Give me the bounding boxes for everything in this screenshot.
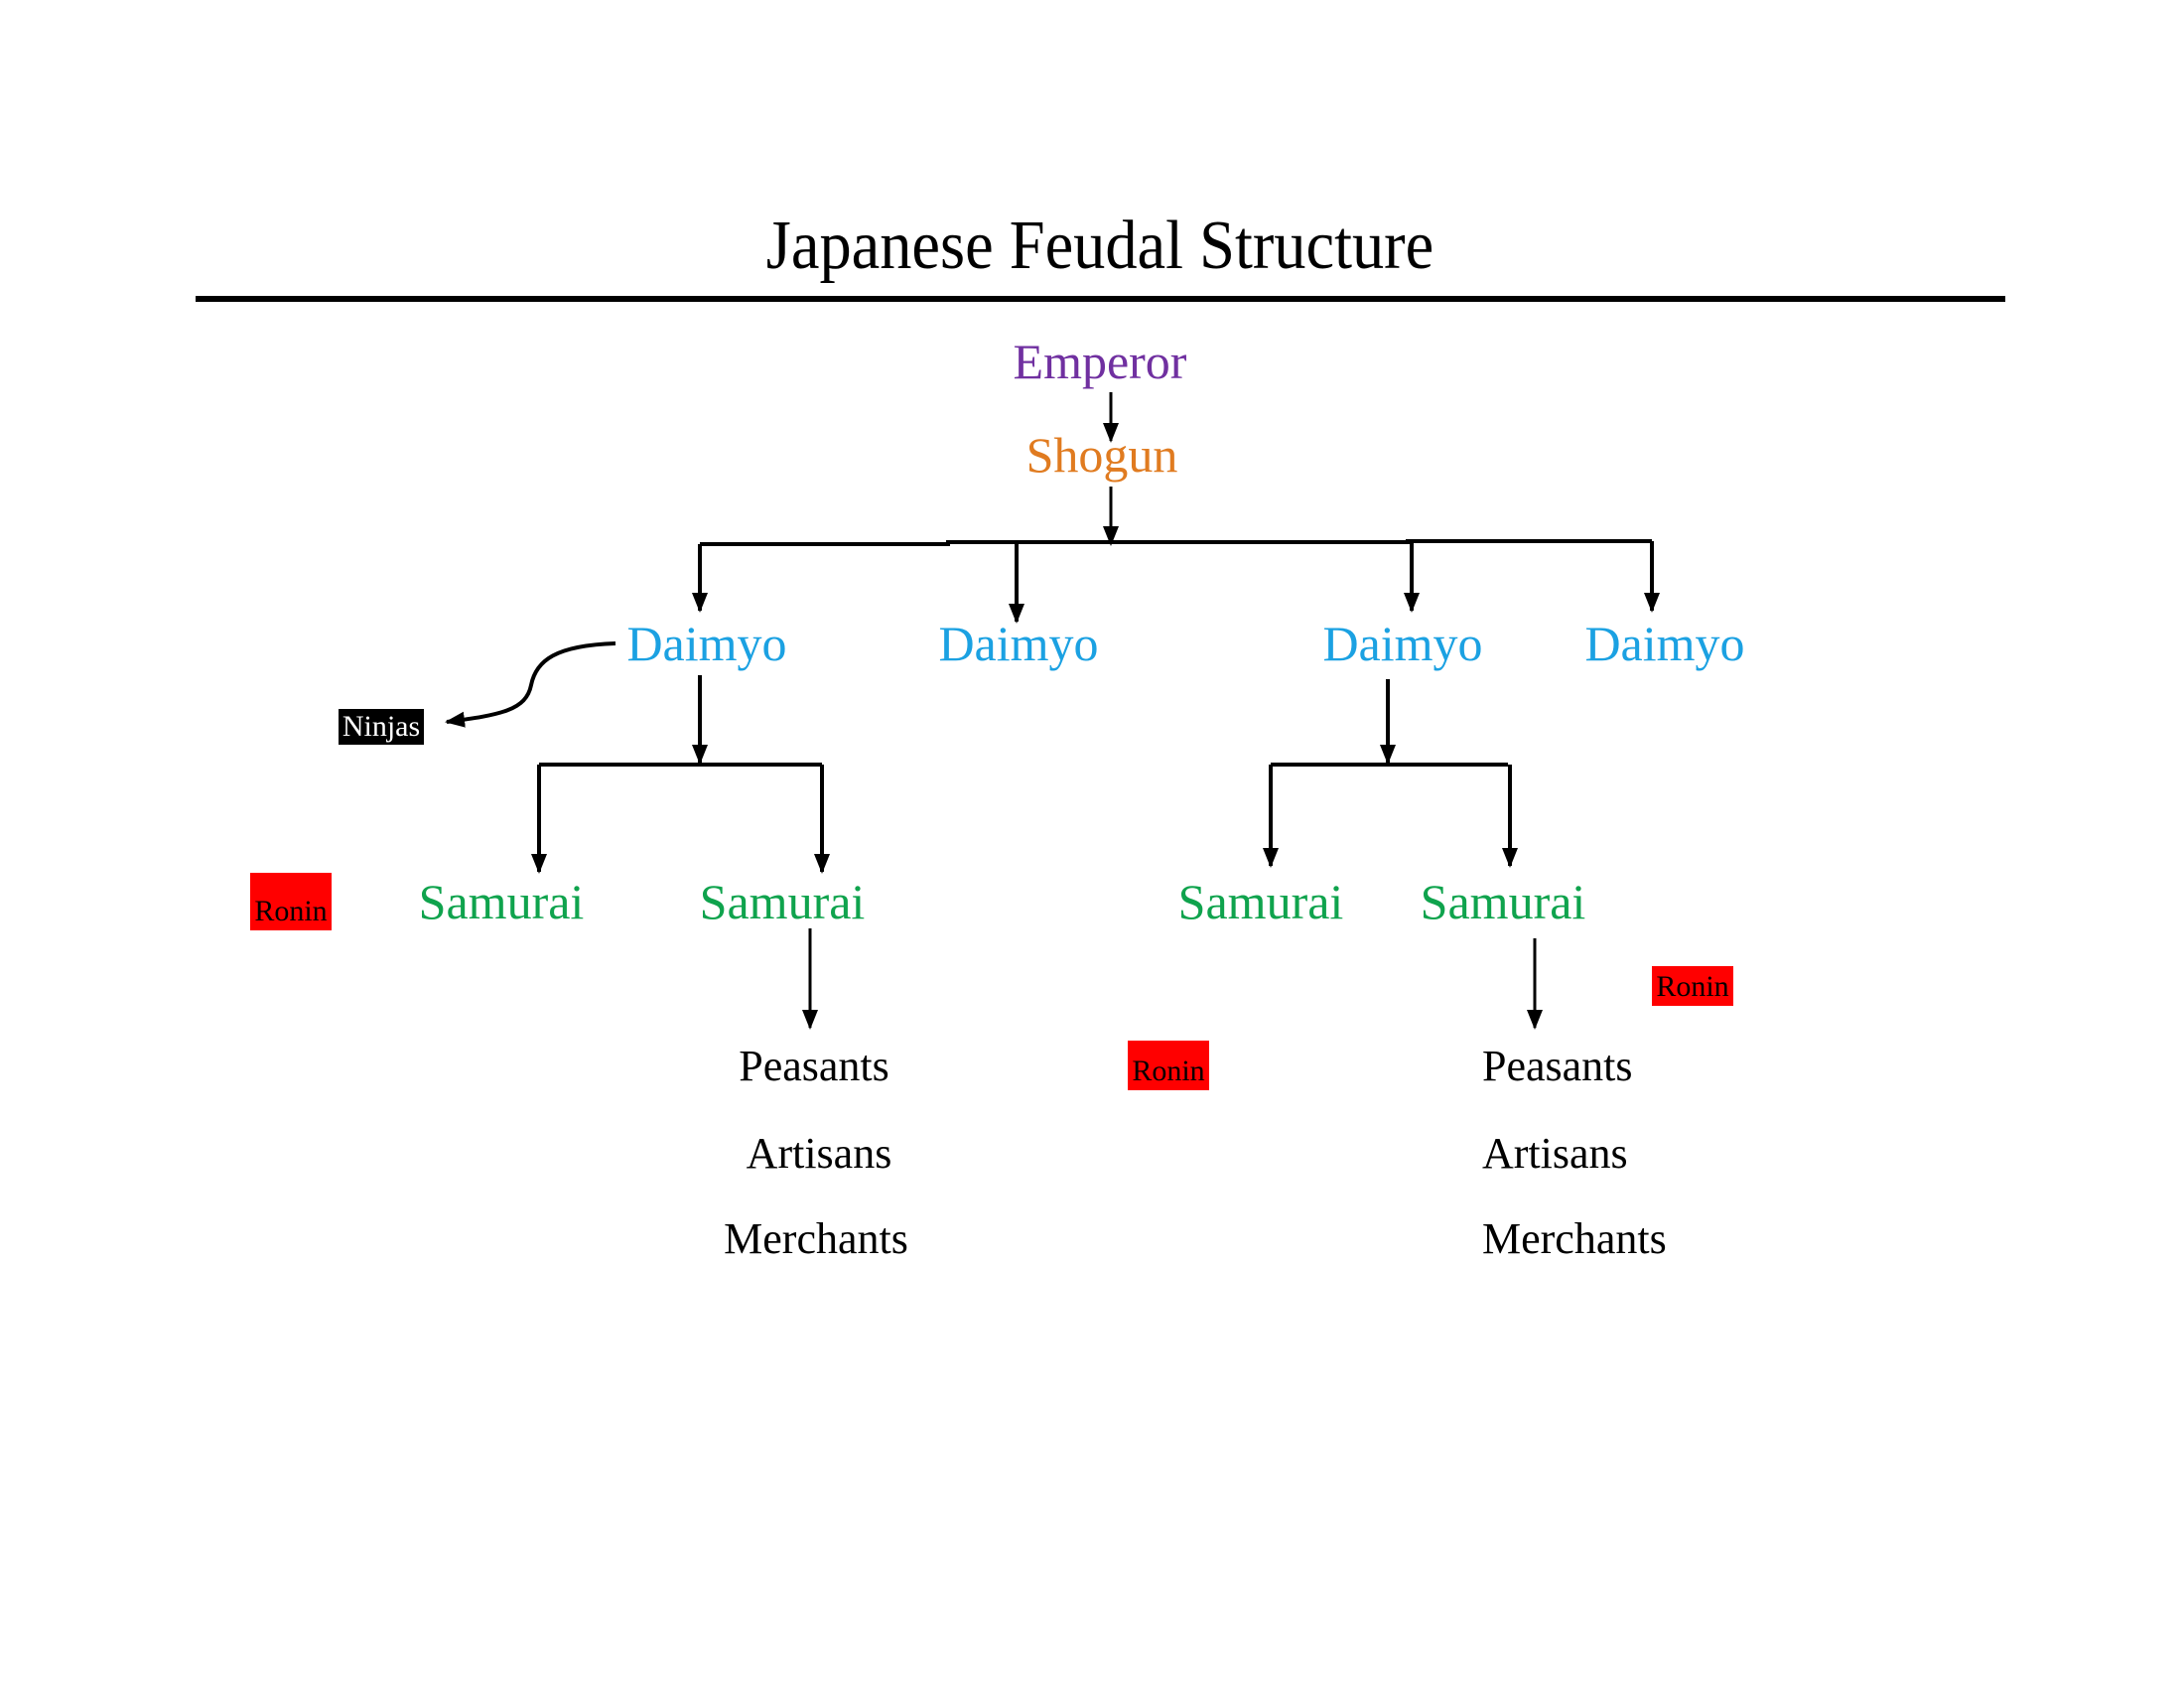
daimyo-branch-bar xyxy=(700,539,1652,546)
node-artisans-left: Artisans xyxy=(746,1129,892,1178)
node-merchants-left: Merchants xyxy=(724,1214,908,1263)
diagram-title: Japanese Feudal Structure xyxy=(765,208,1434,284)
node-daimyo-2: Daimyo xyxy=(938,616,1099,671)
node-ronin-3: Ronin xyxy=(1652,966,1733,1006)
node-shogun: Shogun xyxy=(1025,427,1178,483)
node-merchants-right: Merchants xyxy=(1482,1214,1667,1263)
node-artisans-right: Artisans xyxy=(1482,1129,1628,1178)
node-ronin-2: Ronin xyxy=(1128,1041,1209,1090)
node-peasants-left: Peasants xyxy=(739,1042,889,1090)
node-samurai-2: Samurai xyxy=(699,874,866,929)
node-daimyo-1: Daimyo xyxy=(626,616,787,671)
node-peasants-right: Peasants xyxy=(1482,1042,1633,1090)
ninjas-label: Ninjas xyxy=(341,710,421,743)
node-daimyo-3: Daimyo xyxy=(1322,616,1483,671)
node-emperor: Emperor xyxy=(1013,334,1187,389)
node-ninjas: Ninjas xyxy=(339,709,424,745)
node-samurai-3: Samurai xyxy=(1177,874,1344,929)
node-samurai-4: Samurai xyxy=(1420,874,1586,929)
edge-daimyo-ninjas xyxy=(445,641,616,728)
ronin-label: Ronin xyxy=(1132,1055,1205,1087)
ronin-label: Ronin xyxy=(1656,970,1729,1003)
ronin-label: Ronin xyxy=(254,895,328,927)
node-daimyo-4: Daimyo xyxy=(1584,616,1745,671)
node-samurai-1: Samurai xyxy=(418,874,585,929)
node-ronin-1: Ronin xyxy=(250,873,332,930)
